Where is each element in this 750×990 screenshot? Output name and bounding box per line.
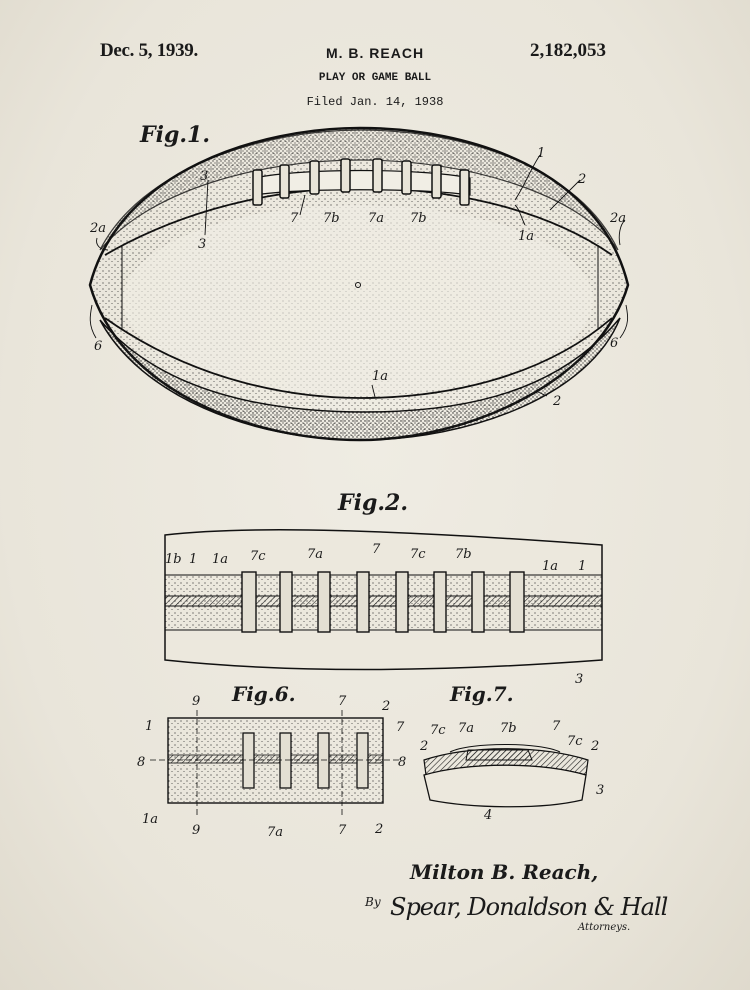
fig1-reference-numerals: 1 2 2a 2a 3 3 7 7b 7a 7b 1a 1a 2 6 6 xyxy=(89,146,626,409)
ref-7-top: 7 xyxy=(338,694,347,709)
ref-7c-left: 7c xyxy=(430,723,446,738)
patent-date: Dec. 5, 1939. xyxy=(100,40,198,61)
ref-7c: 7c xyxy=(250,549,266,564)
ref-2-bottom: 2 xyxy=(552,394,561,409)
ref-2-bottom: 2 xyxy=(374,822,383,837)
ref-1b: 1b xyxy=(165,552,182,567)
ref-7b: 7b xyxy=(500,721,517,736)
filed-date: Filed Jan. 14, 1938 xyxy=(306,95,444,109)
inventor-signature: Milton B. Reach, xyxy=(410,860,599,884)
patent-number: 2,182,053 xyxy=(530,40,606,61)
ref-9-bottom: 9 xyxy=(192,823,200,838)
ref-7b: 7b xyxy=(455,547,472,562)
ref-7c-2: 7c xyxy=(410,547,426,562)
ref-7a: 7a xyxy=(458,721,474,736)
attorneys-label: Attorneys. xyxy=(578,922,631,933)
fig7-reference-numerals: 7c 7a 7b 7 7c 2 2 3 4 xyxy=(419,719,604,823)
ref-1: 1 xyxy=(145,719,153,734)
ref-7: 7 xyxy=(552,719,561,734)
ref-7c-right: 7c xyxy=(567,734,583,749)
fig7-drawing xyxy=(423,744,589,808)
ref-7b: 7b xyxy=(323,211,340,226)
ref-1a-right: 1a xyxy=(542,559,558,574)
fig2-drawing xyxy=(164,529,603,671)
ref-3: 3 xyxy=(596,783,604,798)
ref-1a: 1a xyxy=(142,812,158,827)
fig1-label: Fig.1. xyxy=(140,122,210,148)
patent-title: PLAY OR GAME BALL xyxy=(318,72,432,84)
signature-by: By xyxy=(365,895,381,909)
ref-6-left: 6 xyxy=(94,339,102,354)
fig6-drawing xyxy=(150,710,400,815)
ref-2a-right: 2a xyxy=(609,211,626,226)
ref-7-right: 7 xyxy=(396,720,405,735)
inventor-name: M. B. REACH xyxy=(325,45,425,61)
ref-7-bottom: 7 xyxy=(338,823,347,838)
ref-9-top: 9 xyxy=(192,694,200,709)
ref-2-left: 2 xyxy=(419,739,428,754)
fig6-reference-numerals: 9 9 7 7 2 7 1 8 8 1a 7a 2 xyxy=(137,694,406,840)
ref-3: 3 xyxy=(575,672,583,687)
ref-7a: 7a xyxy=(267,825,283,840)
ref-4: 4 xyxy=(483,808,492,823)
ref-3-top: 3 xyxy=(200,169,208,184)
ref-7a: 7a xyxy=(368,211,384,226)
ref-2: 2 xyxy=(577,172,586,187)
attorneys-signature: Spear, Donaldson & Hall xyxy=(390,893,668,921)
fig2-reference-numerals: 1b 1 1a 7c 7a 7 7c 7b 1a 1 3 xyxy=(165,542,586,687)
fig6-label: Fig.6. xyxy=(232,682,296,706)
ref-1a: 1a xyxy=(212,552,228,567)
ref-1a: 1a xyxy=(518,229,534,244)
fig2-label: Fig.2. xyxy=(338,490,408,516)
ref-1a-bottom: 1a xyxy=(372,369,388,384)
ref-8-left: 8 xyxy=(137,755,145,770)
ref-1: 1 xyxy=(189,552,197,567)
fig1-laces xyxy=(252,158,470,206)
ref-3: 3 xyxy=(198,237,206,252)
ref-8-right: 8 xyxy=(398,755,406,770)
ref-7a: 7a xyxy=(307,547,323,562)
ref-6-right: 6 xyxy=(610,336,618,351)
ref-2-right: 2 xyxy=(590,739,599,754)
ref-7: 7 xyxy=(290,211,299,226)
ref-1: 1 xyxy=(537,146,545,161)
ref-2a-left: 2a xyxy=(89,221,106,236)
ref-1-right: 1 xyxy=(578,559,586,574)
ref-7b-2: 7b xyxy=(410,211,427,226)
ref-7: 7 xyxy=(372,542,381,557)
fig7-label: Fig.7. xyxy=(450,682,514,706)
ref-2-top: 2 xyxy=(381,699,390,714)
